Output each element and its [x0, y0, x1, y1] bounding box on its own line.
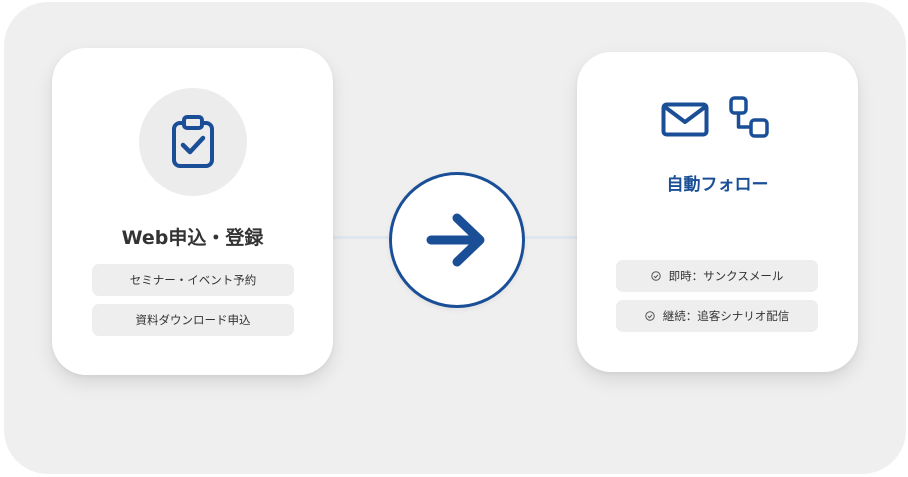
output-icon-group [661, 96, 773, 140]
clipboard-check-icon [172, 115, 214, 168]
output-card: 自動フォロー 即時：サンクスメール 継続：追客シナリオ配信 [577, 52, 858, 372]
connector-line-right [518, 236, 630, 239]
input-item-seminar: セミナー・イベント予約 [92, 264, 294, 296]
mail-icon [661, 102, 709, 137]
check-circle-icon [645, 311, 655, 321]
workflow-icon [729, 96, 769, 138]
check-circle-icon [650, 271, 661, 281]
output-item-label: 即時：サンクスメール [668, 269, 784, 283]
flow-arrow-badge [389, 172, 525, 308]
output-item-label: 継続：追客シナリオ配信 [662, 309, 790, 323]
input-card: Web申込・登録 セミナー・イベント予約 資料ダウンロード申込 [52, 48, 333, 375]
output-item-instant: 即時：サンクスメール [616, 260, 818, 292]
input-item-label: セミナー・イベント予約 [129, 273, 257, 287]
input-card-title: Web申込・登録 [121, 227, 264, 249]
arrow-right-icon [426, 213, 485, 267]
connector-line-left [280, 236, 390, 239]
input-item-download: 資料ダウンロード申込 [92, 304, 294, 336]
output-item-scenario: 継続：追客シナリオ配信 [616, 300, 818, 332]
icon-badge [139, 88, 247, 196]
input-item-label: 資料ダウンロード申込 [135, 313, 251, 327]
output-card-title: 自動フォロー [666, 175, 769, 195]
